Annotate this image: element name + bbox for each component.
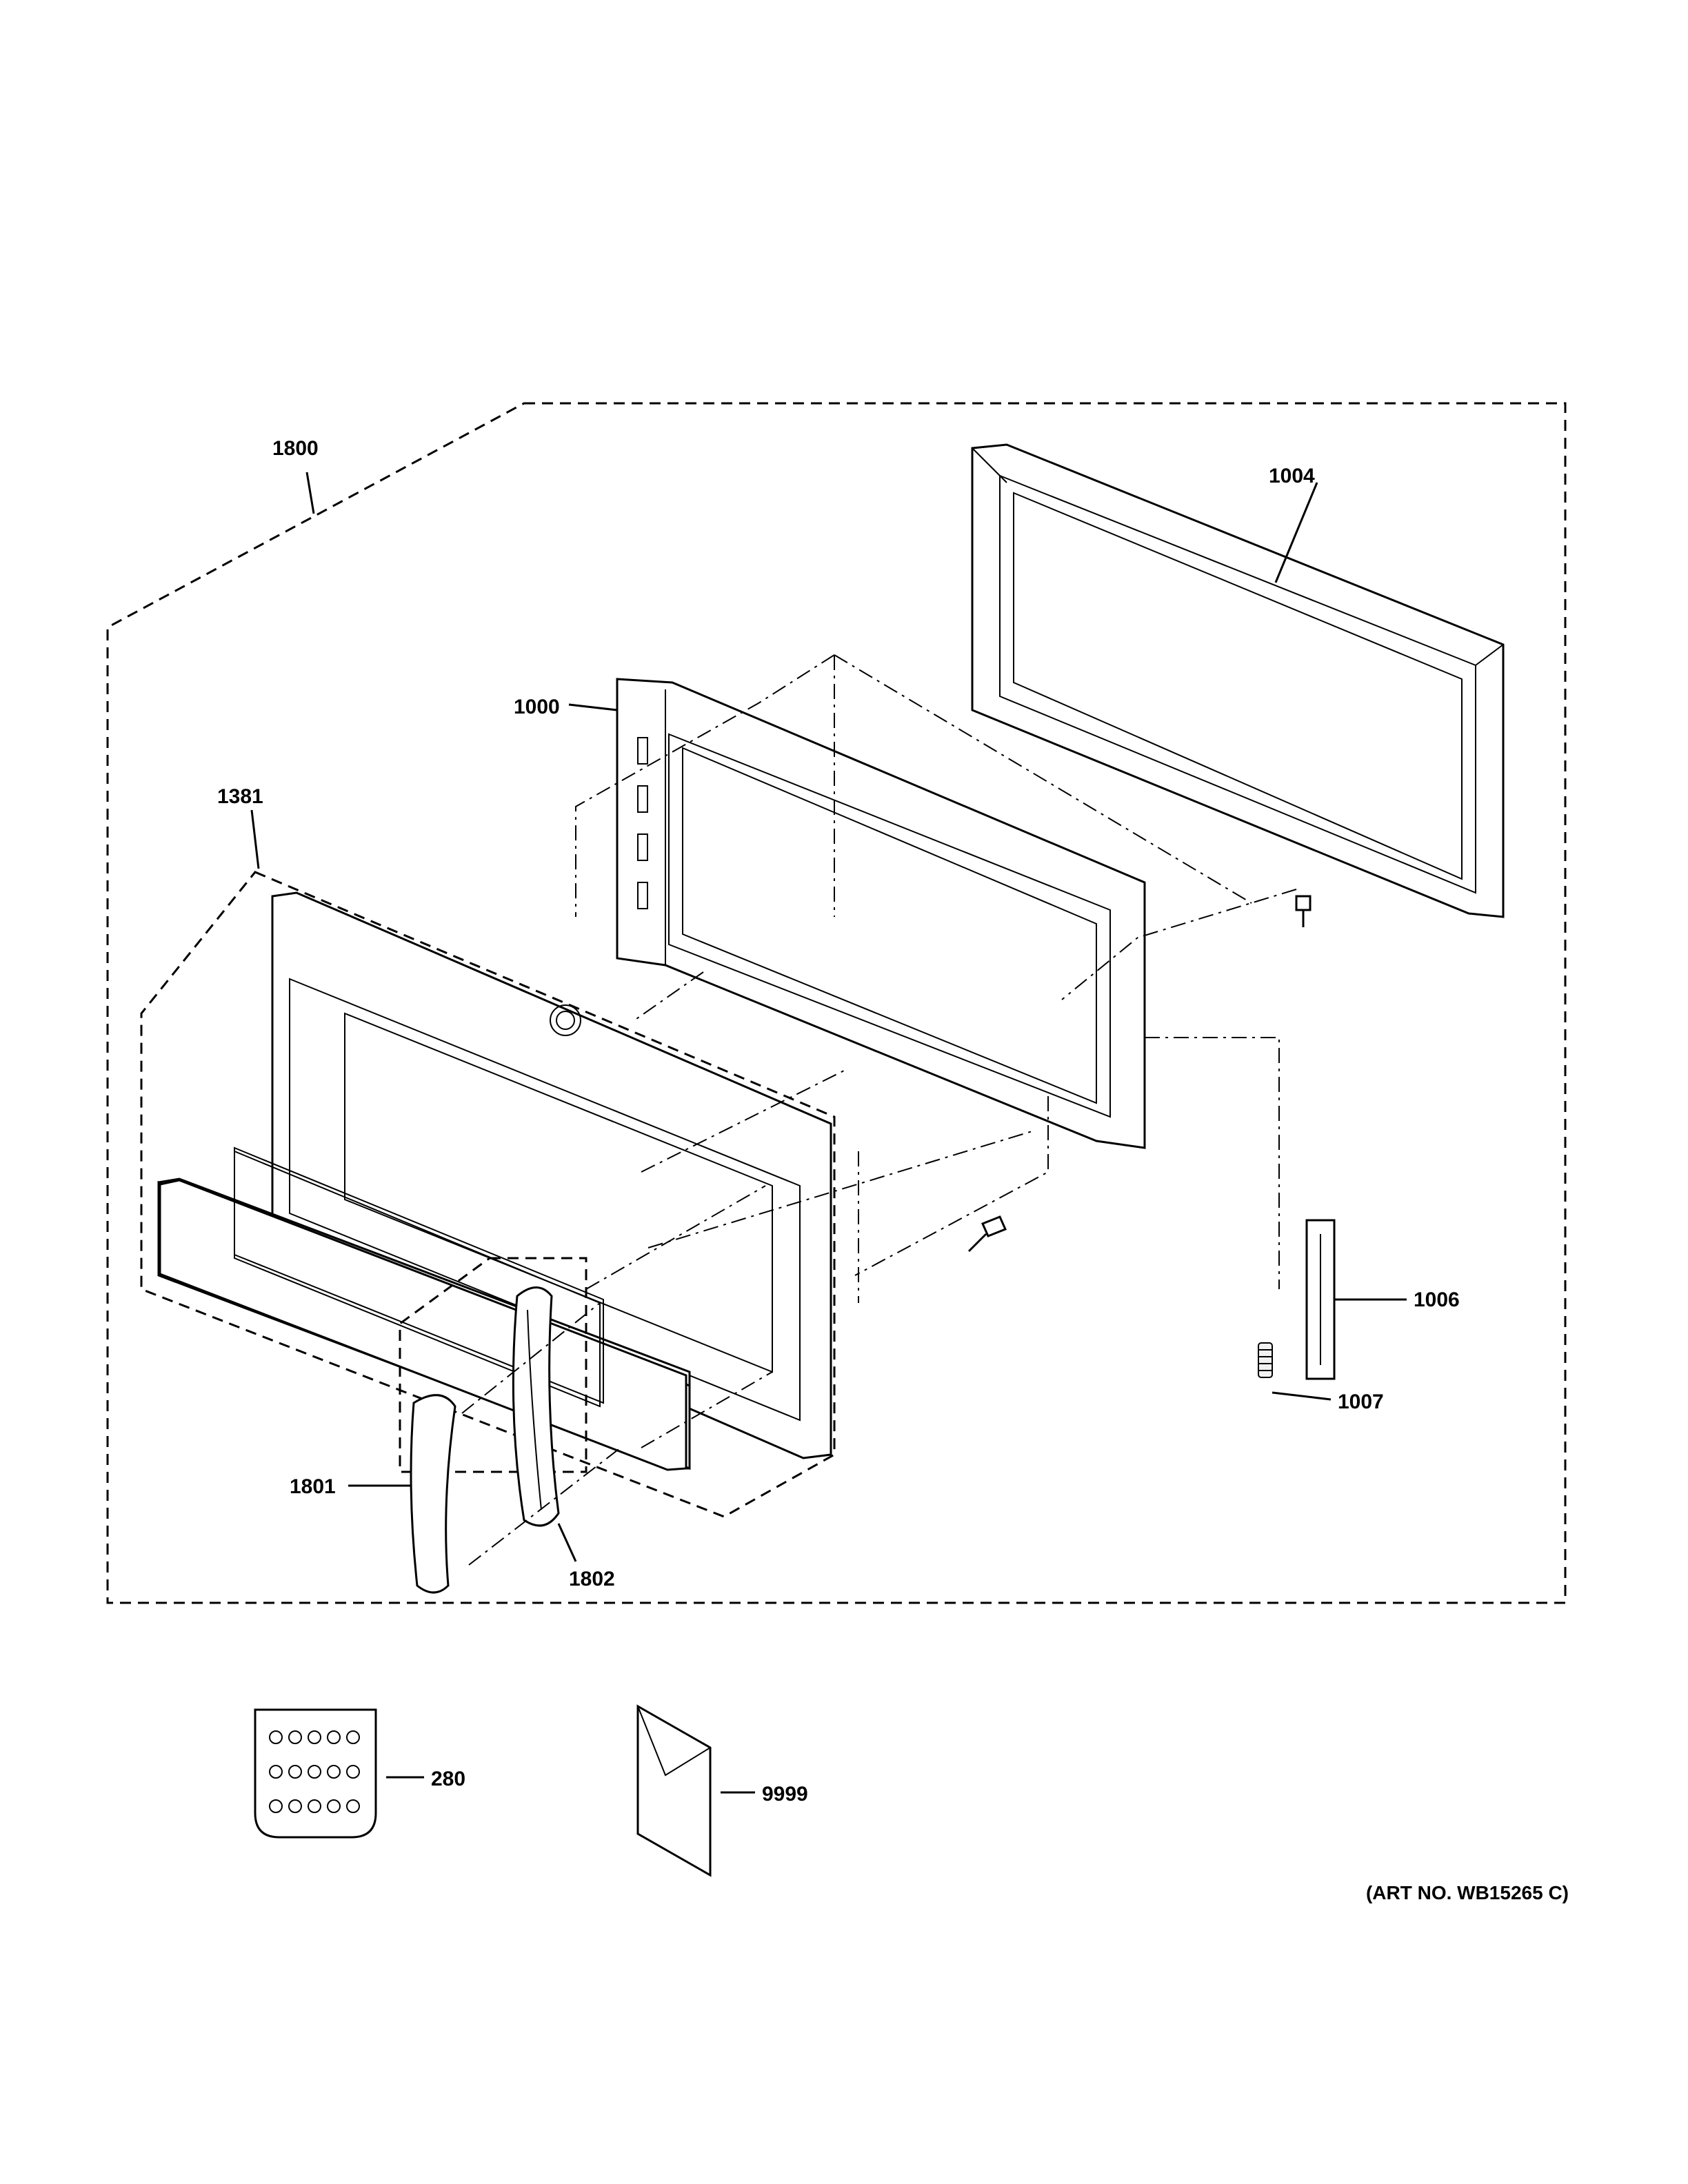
callout-1381: 1381 <box>217 785 263 808</box>
logo-emblem <box>550 1004 581 1036</box>
screw-lower <box>967 1215 1007 1253</box>
leader-lines <box>250 472 1407 1794</box>
part-9999-literature <box>636 1704 712 1877</box>
callout-1800: 1800 <box>272 437 319 460</box>
part-1004-choke-frame <box>971 443 1505 918</box>
part-1000-door-frame <box>616 678 1146 1149</box>
callout-1004: 1004 <box>1269 465 1315 487</box>
callout-1007: 1007 <box>1338 1391 1384 1413</box>
group-1381-boundary <box>140 871 836 1518</box>
callout-9999: 9999 <box>762 1783 808 1806</box>
callout-280: 280 <box>431 1768 465 1790</box>
handle-group-boundary <box>399 1257 587 1473</box>
callout-1006: 1006 <box>1414 1288 1460 1311</box>
part-1006-latch <box>1305 1219 1336 1380</box>
screw-upper <box>1295 895 1312 927</box>
callout-1000: 1000 <box>514 696 560 718</box>
part-280-hardware-bag <box>254 1708 377 1839</box>
part-1007-spring <box>1258 1342 1273 1378</box>
assembly-1800-boundary <box>106 402 1567 1604</box>
art-number: (ART NO. WB15265 C) <box>1366 1882 1569 1903</box>
callout-1802: 1802 <box>569 1568 615 1590</box>
part-1802-handle <box>512 1286 560 1527</box>
assembly-guide-lines <box>461 654 1297 1566</box>
callout-1801: 1801 <box>290 1475 336 1498</box>
part-1801-handle-cap <box>410 1394 456 1594</box>
glass-window-outline <box>234 1146 604 1404</box>
